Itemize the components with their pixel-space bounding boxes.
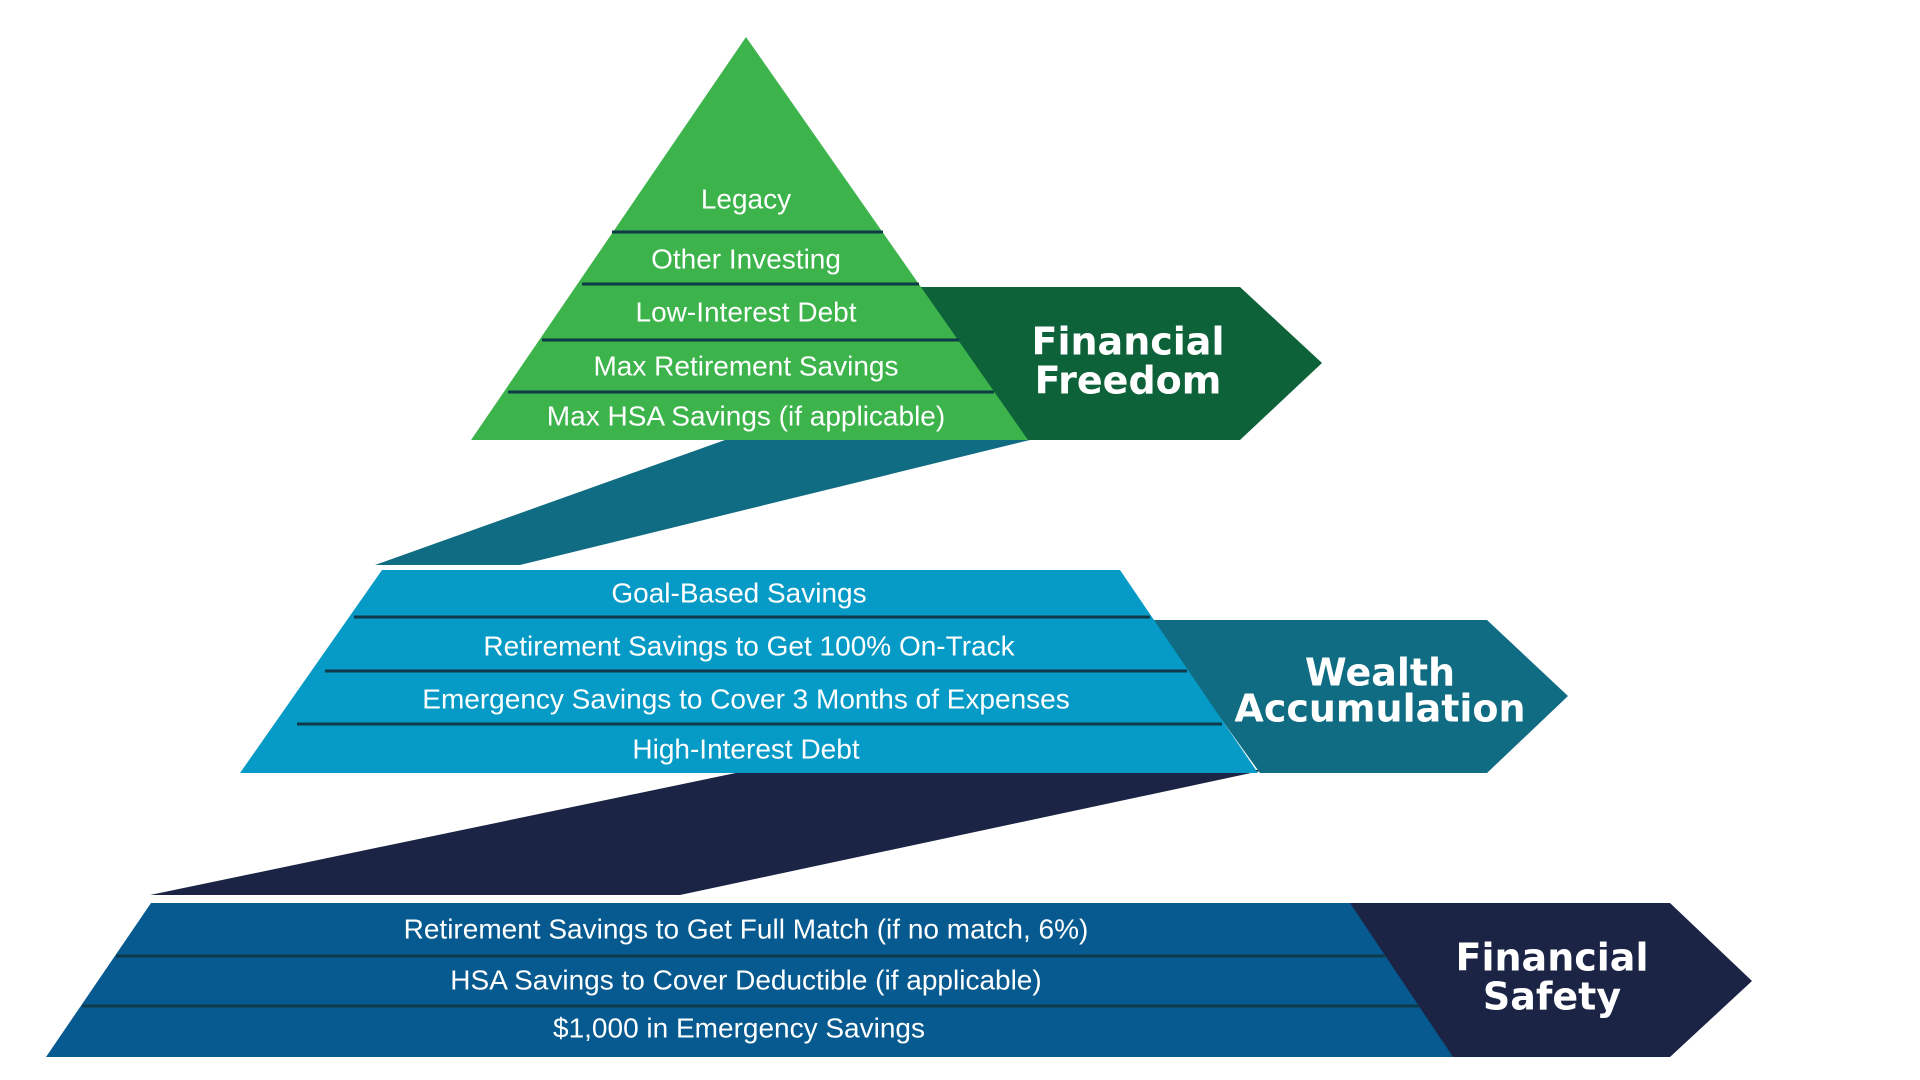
- layer-retirement-full-match: Retirement Savings to Get Full Match (if…: [404, 913, 1089, 944]
- pyramid-middle-dividers: [297, 615, 1222, 726]
- layer-legacy: Legacy: [701, 183, 791, 214]
- arrow-financial-freedom: [920, 287, 1322, 440]
- arrow-label-financial-2: Financial: [1456, 936, 1649, 980]
- arrow-financial-safety: [1340, 903, 1752, 1057]
- layer-retirement-on-track: Retirement Savings to Get 100% On-Track: [483, 630, 1015, 661]
- layer-max-retirement-savings: Max Retirement Savings: [593, 350, 898, 381]
- pyramid-top-dividers: [508, 230, 994, 394]
- layer-low-interest-debt: Low-Interest Debt: [636, 296, 857, 327]
- pyramid-bottom: [46, 903, 1453, 1057]
- connector-bottom: [150, 770, 1265, 895]
- arrow-wealth-accumulation: [1150, 620, 1568, 773]
- arrow-label-freedom: Freedom: [1035, 359, 1222, 403]
- layer-goal-based-savings: Goal-Based Savings: [611, 577, 866, 608]
- layer-hsa-deductible: HSA Savings to Cover Deductible (if appl…: [450, 964, 1041, 995]
- layer-emergency-1000: $1,000 in Emergency Savings: [553, 1012, 925, 1043]
- connector-top: [375, 440, 1030, 565]
- arrow-label-wealth: Wealth: [1305, 651, 1455, 695]
- pyramid-bottom-dividers: [82, 954, 1419, 1008]
- arrow-label-financial: Financial: [1032, 320, 1225, 364]
- layer-other-investing: Other Investing: [651, 243, 841, 274]
- layer-high-interest-debt: High-Interest Debt: [632, 733, 859, 764]
- arrow-label-safety: Safety: [1483, 975, 1621, 1019]
- layer-max-hsa-savings: Max HSA Savings (if applicable): [547, 400, 945, 431]
- layer-emergency-3-months: Emergency Savings to Cover 3 Months of E…: [422, 683, 1069, 714]
- arrow-label-accumulation: Accumulation: [1234, 687, 1525, 731]
